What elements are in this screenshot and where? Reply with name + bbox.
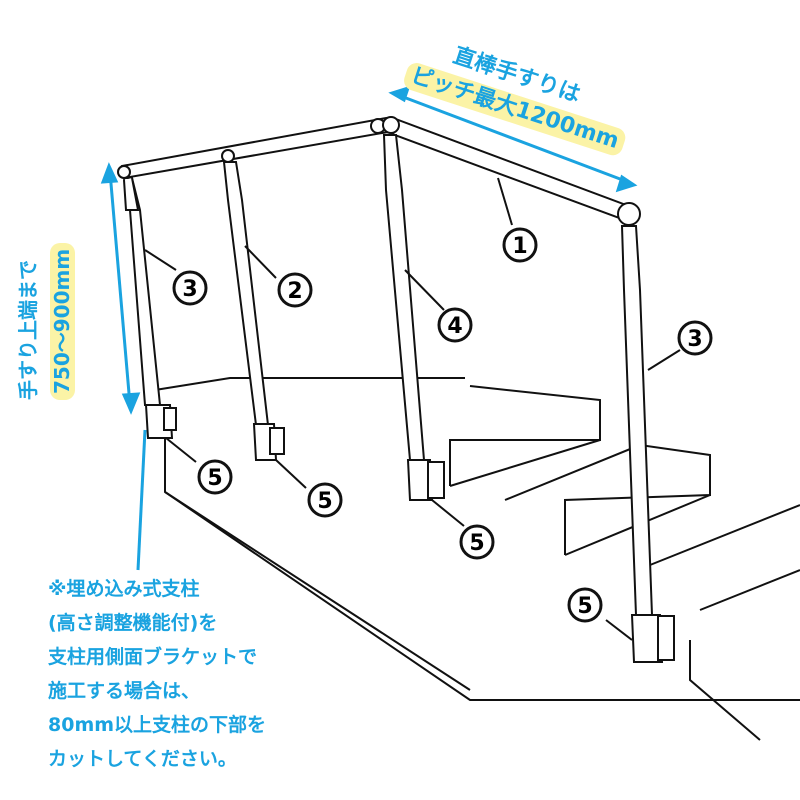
- leader-lines: [144, 177, 681, 641]
- base-left-bracket: [163, 407, 177, 431]
- post-left: [122, 177, 162, 406]
- post-bases: [144, 404, 675, 663]
- label-base-4: 5: [567, 587, 603, 623]
- post-right: [620, 225, 654, 616]
- stair-top-surface: [154, 377, 465, 391]
- pitch-arrow-head-left: [388, 85, 411, 103]
- note-line-6: カットしてください。: [48, 748, 237, 770]
- label-post-mid: 2: [277, 272, 313, 308]
- label-post-left-text: 3: [182, 277, 197, 302]
- label-base-4-text: 5: [577, 594, 592, 619]
- stair-step-3: [504, 443, 711, 555]
- part-labels: 1 3 2 4 3 5 5: [172, 227, 713, 623]
- height-arrow-head-top: [100, 162, 119, 184]
- label-post-right-text: 3: [687, 327, 702, 352]
- leader-post-corner: [404, 269, 445, 311]
- stair-step-5: [649, 504, 800, 566]
- rail-joint-left: [117, 165, 131, 179]
- label-base-1-text: 5: [207, 466, 222, 491]
- leader-post-right: [647, 349, 681, 371]
- dimension-arrows: [100, 85, 638, 571]
- leader-base-mid: [275, 459, 307, 489]
- label-post-right: 3: [677, 320, 713, 356]
- stair-front-wall: [164, 405, 800, 701]
- leader-post-mid: [244, 245, 277, 279]
- rail-joint-corner-b: [382, 116, 400, 134]
- label-post-corner: 4: [437, 307, 473, 343]
- rail-joint-mid: [221, 149, 235, 163]
- note-pointer-line: [136, 429, 147, 571]
- note-line-2: (高さ調整機能付)を: [48, 612, 218, 634]
- note-line-5: 80mm以上支柱の下部を: [48, 714, 267, 736]
- label-post-corner-text: 4: [447, 314, 462, 339]
- stair-floor-line: [164, 491, 471, 691]
- height-note: 手すり上端まで 750〜900mm: [14, 170, 94, 400]
- stair-step-2: [449, 439, 601, 487]
- label-base-2: 5: [307, 482, 343, 518]
- label-base-3: 5: [459, 524, 495, 560]
- height-arrow-line: [108, 171, 132, 406]
- height-arrow-head-bottom: [121, 392, 141, 415]
- label-base-2-text: 5: [317, 489, 332, 514]
- note-line-3: 支柱用側面ブラケットで: [48, 646, 258, 668]
- height-note-line2: 750〜900mm: [50, 242, 75, 400]
- leader-base-left: [165, 437, 197, 463]
- top-rails: [117, 116, 641, 226]
- note-line-4: 施工する場合は、: [48, 680, 201, 702]
- pitch-arrow-line: [397, 93, 629, 184]
- base-corner-bracket: [427, 461, 445, 499]
- stair-step-6: [699, 569, 800, 611]
- height-note-line1: 手すり上端まで: [16, 260, 40, 400]
- leader-rail: [497, 177, 513, 226]
- leader-base-corner: [431, 499, 465, 527]
- label-post-left: 3: [172, 270, 208, 306]
- post-mid: [222, 161, 270, 426]
- label-rail-text: 1: [512, 234, 527, 259]
- base-right-bracket: [657, 615, 675, 661]
- leader-base-right: [605, 619, 633, 641]
- label-base-3-text: 5: [469, 531, 484, 556]
- note-line-1: ※埋め込み式支柱: [48, 578, 200, 600]
- base-right: [630, 614, 664, 663]
- base-mid-bracket: [269, 427, 285, 455]
- leader-post-left: [144, 249, 177, 271]
- label-post-mid-text: 2: [287, 279, 302, 304]
- pitch-arrow-head-right: [615, 174, 638, 193]
- installation-note: ※埋め込み式支柱 (高さ調整機能付)を 支柱用側面ブラケットで 施工する場合は、…: [48, 572, 266, 776]
- post-left-upper: [123, 177, 140, 211]
- label-rail: 1: [502, 227, 538, 263]
- rail-left: [120, 116, 390, 180]
- stair-step-7: [689, 640, 761, 741]
- label-base-1: 5: [197, 459, 233, 495]
